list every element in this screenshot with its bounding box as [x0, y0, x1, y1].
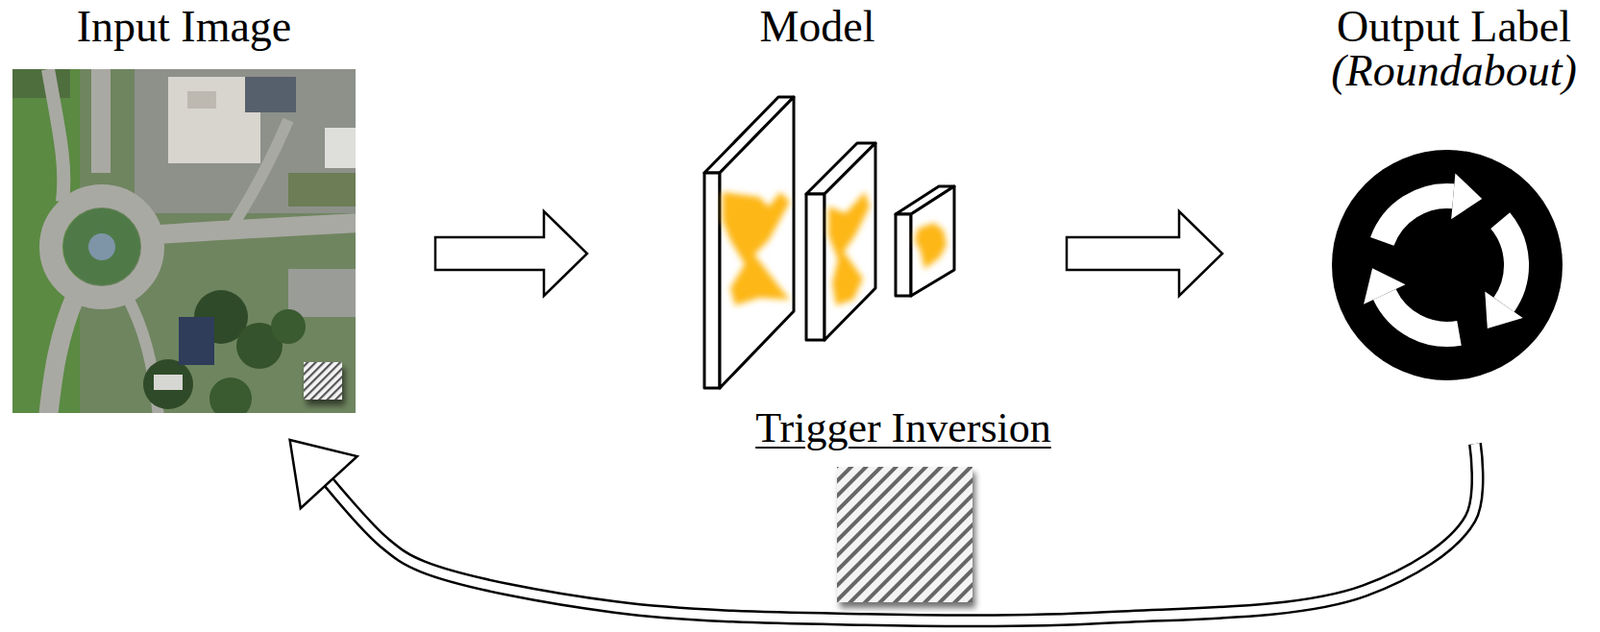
feedback-arrow: [290, 440, 1478, 621]
node-heading: Input Image: [7, 4, 361, 50]
block-arrow: [1066, 211, 1223, 296]
node-heading: Output Label: [1324, 4, 1584, 50]
arrow-outline: [328, 443, 1477, 621]
satellite-image: [12, 69, 356, 414]
trigger-patch-small: [303, 362, 343, 400]
roundabout-sign: [1331, 149, 1563, 381]
block-arrow-shape: [435, 211, 588, 296]
node-heading: Model: [689, 4, 945, 50]
arrow-inner: [328, 443, 1477, 621]
block-arrow-shape: [1066, 211, 1223, 296]
node-subheading: (Roundabout): [1324, 49, 1584, 94]
trigger-patch: [836, 467, 973, 603]
edge-label: Trigger Inversion: [753, 405, 1054, 452]
output-label-node: Output Label(Roundabout): [1324, 4, 1584, 444]
block-arrow: [435, 211, 588, 296]
arrow-head: [290, 440, 358, 509]
input-image-node: Input Image: [7, 4, 361, 441]
model-node: Model: [689, 4, 945, 390]
model-layers: [704, 97, 955, 389]
activation-blobs: [722, 192, 947, 306]
